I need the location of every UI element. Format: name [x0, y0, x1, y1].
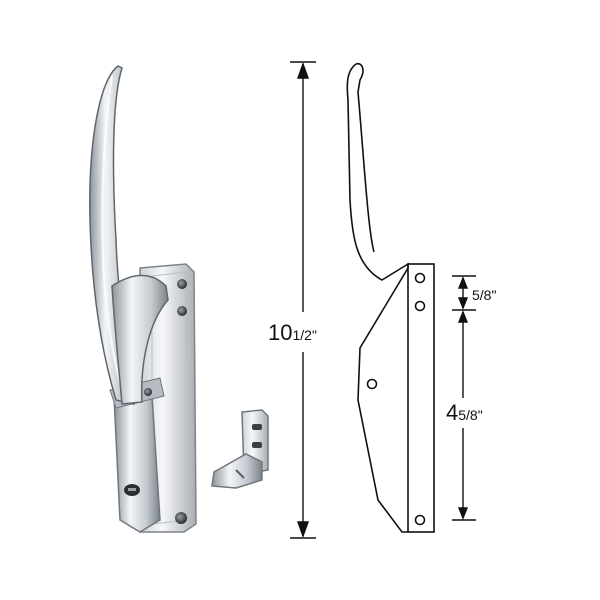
plate-screw-1 — [177, 279, 187, 289]
plate-screw-2 — [177, 306, 187, 316]
pivot-pin — [144, 388, 152, 396]
latch-lever-handle — [89, 65, 135, 405]
dimension-mount-spacing-label: 45/8" — [446, 400, 483, 425]
dimension-overall-height-label: 101/2" — [268, 320, 317, 345]
latch-photo — [89, 65, 197, 533]
outline-hole-2 — [414, 300, 426, 312]
latch-outline-drawing — [346, 62, 435, 533]
latch-pivot-arm — [111, 274, 169, 405]
dimension-mount-spacing — [452, 310, 476, 521]
dimension-overall-height — [290, 61, 316, 539]
dimension-hole-spacing-label: 5/8" — [472, 287, 496, 303]
outline-mounting-plate — [407, 263, 435, 533]
outline-hole-3 — [414, 514, 426, 526]
dimension-hole-spacing — [452, 275, 476, 311]
outline-hole-1 — [414, 272, 426, 284]
outline-lever — [346, 63, 409, 533]
strike-photo — [211, 409, 269, 489]
outline-pivot — [366, 378, 378, 390]
plate-screw-3 — [175, 512, 187, 524]
latch-housing — [109, 377, 165, 533]
